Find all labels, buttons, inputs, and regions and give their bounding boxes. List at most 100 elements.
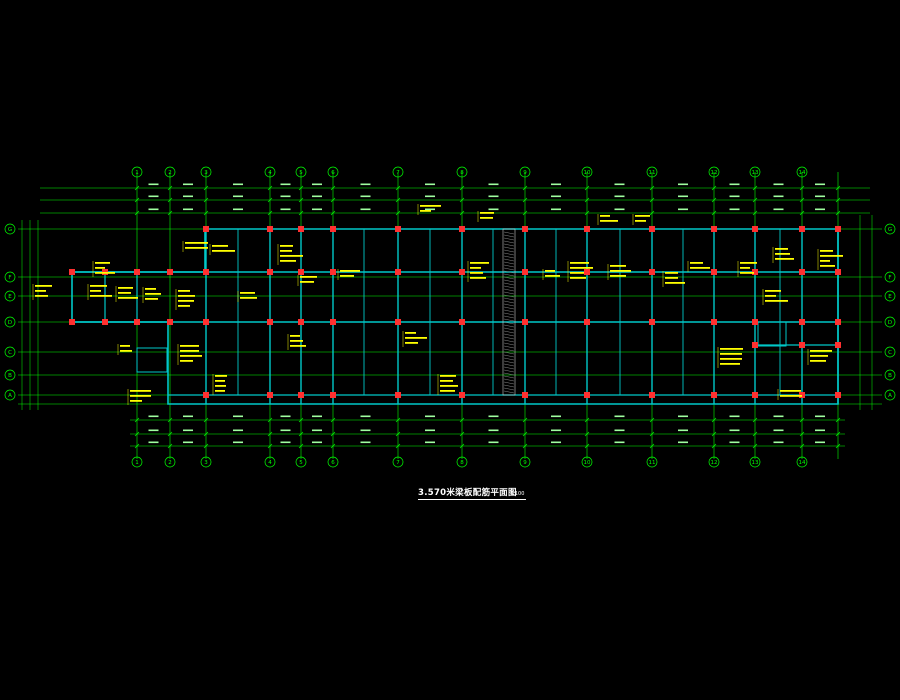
dimension-value-mark xyxy=(312,441,322,444)
reinforcement-label-mark xyxy=(545,275,560,277)
dimension-tick xyxy=(459,417,465,423)
dimension-tick xyxy=(711,210,717,216)
reinforcement-label-mark xyxy=(665,277,678,279)
stair-hatch-line xyxy=(503,339,515,343)
dimension-value-mark xyxy=(425,429,435,432)
column xyxy=(69,269,75,275)
stair-hatch-line xyxy=(503,255,515,259)
dimension-tick xyxy=(752,197,758,203)
column xyxy=(102,319,108,325)
dimension-value-mark xyxy=(425,441,435,444)
axis-label-horizontal: 4 xyxy=(268,460,272,466)
axis-bubble xyxy=(4,389,16,401)
dimension-value-mark xyxy=(488,208,499,211)
dimension-tick xyxy=(298,443,304,449)
axis-grid xyxy=(18,172,882,459)
reinforcement-label-mark xyxy=(690,262,703,264)
dimension-value-mark xyxy=(729,208,740,211)
axis-label-vertical: B xyxy=(8,373,12,379)
dimension-value-mark xyxy=(312,429,322,432)
dimension-value-mark xyxy=(773,429,784,432)
dimension-value-mark xyxy=(183,183,193,186)
reinforcement-label-mark xyxy=(280,250,292,252)
reinforcement-label-mark xyxy=(215,380,225,382)
stair-hatch-line xyxy=(503,360,515,364)
reinforcement-label-mark xyxy=(635,220,646,222)
dimension-tick xyxy=(522,417,528,423)
dimension-tick xyxy=(167,185,173,191)
reinforcement-label-mark xyxy=(420,205,441,207)
dimension-tick xyxy=(395,417,401,423)
dimension-value-mark xyxy=(360,429,371,432)
reinforcement-label-mark xyxy=(130,390,151,392)
drawing-title-block: 3.570米梁板配筋平面图 1:100 xyxy=(418,488,558,500)
reinforcement-label-mark xyxy=(665,272,678,274)
column xyxy=(459,319,465,325)
dimension-value-mark xyxy=(815,429,825,432)
dimension-tick xyxy=(203,210,209,216)
axis-bubble xyxy=(4,223,16,235)
reinforcement-label-mark xyxy=(180,355,202,357)
dimension-value-mark xyxy=(488,415,499,418)
column xyxy=(584,319,590,325)
reinforcement-label-mark xyxy=(185,242,208,244)
reinforcement-label-mark xyxy=(810,355,828,357)
reinforcement-label-mark xyxy=(300,281,314,283)
stair-hatch-line xyxy=(503,327,515,331)
axis-label-horizontal: 1 xyxy=(135,460,139,466)
stair-hatch-line xyxy=(503,240,515,244)
dimension-value-mark xyxy=(614,208,625,211)
column xyxy=(835,319,841,325)
reinforcement-label-mark xyxy=(470,267,481,269)
axis-label-vertical: D xyxy=(888,320,892,326)
reinforcement-label-mark xyxy=(570,272,584,274)
column xyxy=(134,269,140,275)
dimension-value-mark xyxy=(233,441,243,444)
axis-label-vertical: E xyxy=(888,294,892,300)
axis-label-vertical: C xyxy=(8,350,12,356)
column xyxy=(330,319,336,325)
dimension-tick xyxy=(752,443,758,449)
reinforcement-label-mark xyxy=(280,245,293,247)
dimension-tick xyxy=(584,185,590,191)
axis-label-horizontal: 2 xyxy=(168,170,172,176)
reinforcement-label-mark xyxy=(290,345,306,347)
column xyxy=(298,269,304,275)
stair-hatch-line xyxy=(503,300,515,304)
reinforcement-label-mark xyxy=(35,290,46,292)
dimension-tick xyxy=(330,185,336,191)
column xyxy=(584,392,590,398)
dimension-value-mark xyxy=(280,208,291,211)
dimension-value-mark xyxy=(488,441,499,444)
stair-hatch-line xyxy=(503,231,515,235)
dimension-value-mark xyxy=(815,415,825,418)
column xyxy=(267,392,273,398)
dimension-tick xyxy=(203,197,209,203)
stair-hatch-line xyxy=(503,363,515,367)
reinforcement-label-mark xyxy=(765,300,788,302)
reinforcement-label-mark xyxy=(775,253,790,255)
drawing-title: 3.570米梁板配筋平面图 xyxy=(418,488,517,498)
dimension-tick xyxy=(298,197,304,203)
reinforcement-label-mark xyxy=(340,270,360,272)
dimension-value-mark xyxy=(815,441,825,444)
axis-bubble xyxy=(796,456,808,468)
column xyxy=(298,226,304,232)
column xyxy=(459,392,465,398)
column xyxy=(522,392,528,398)
dimension-tick xyxy=(649,185,655,191)
dimension-tick xyxy=(330,210,336,216)
axis-bubble xyxy=(581,166,593,178)
column xyxy=(167,319,173,325)
column xyxy=(395,392,401,398)
dimension-value-mark xyxy=(280,429,291,432)
dimension-tick xyxy=(835,431,841,437)
column xyxy=(267,226,273,232)
dimension-value-mark xyxy=(614,429,625,432)
dimension-value-mark xyxy=(183,429,193,432)
dimension-tick xyxy=(711,417,717,423)
stair-outline xyxy=(502,228,516,396)
dimension-value-mark xyxy=(183,441,193,444)
reinforcement-label-mark xyxy=(720,363,740,365)
stair-hatch-line xyxy=(503,294,515,298)
